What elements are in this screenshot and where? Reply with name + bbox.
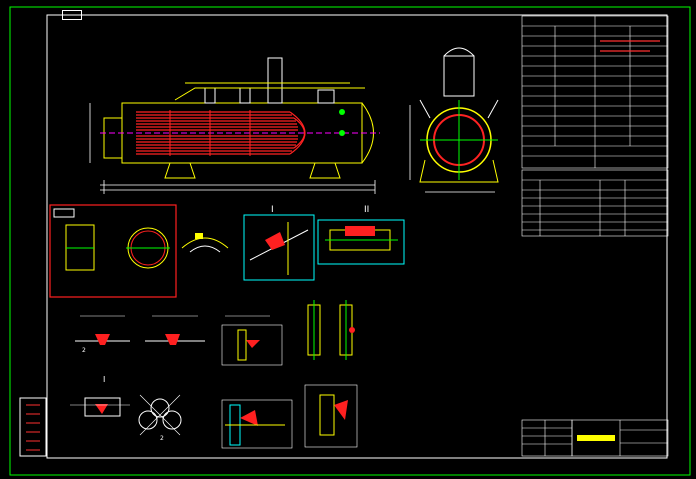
inner-border xyxy=(46,14,668,459)
detail-II: II xyxy=(317,205,405,265)
detail-box-red xyxy=(49,204,177,298)
revision-block xyxy=(521,419,573,457)
bottom-detail-4 xyxy=(304,384,358,448)
spec-table xyxy=(521,15,669,169)
side-view xyxy=(409,47,499,193)
section-label-2: II xyxy=(364,205,369,215)
section-label-1: I xyxy=(271,205,274,215)
weld-detail-3 xyxy=(221,315,283,366)
left-revision-strip xyxy=(19,397,47,457)
nozzle-table xyxy=(521,169,669,237)
dim-label-1: 2 xyxy=(82,347,86,354)
outer-frame xyxy=(9,6,691,476)
bottom-detail-3 xyxy=(221,399,293,449)
curved-weld-detail xyxy=(181,233,229,253)
main-vessel-elevation xyxy=(89,57,380,194)
title-block xyxy=(571,419,669,457)
spec-table-redmarks xyxy=(600,40,660,52)
weld-detail-4 xyxy=(307,300,355,360)
dim-label-2: 2 xyxy=(160,435,164,442)
weld-detail-2 xyxy=(145,315,205,345)
bottom-detail-1: I xyxy=(70,375,130,417)
bottom-detail-2: 2 xyxy=(138,394,182,442)
detail-I: I xyxy=(243,205,315,281)
weld-detail-1: 2 xyxy=(75,315,130,354)
section-label-3: I xyxy=(103,375,105,384)
